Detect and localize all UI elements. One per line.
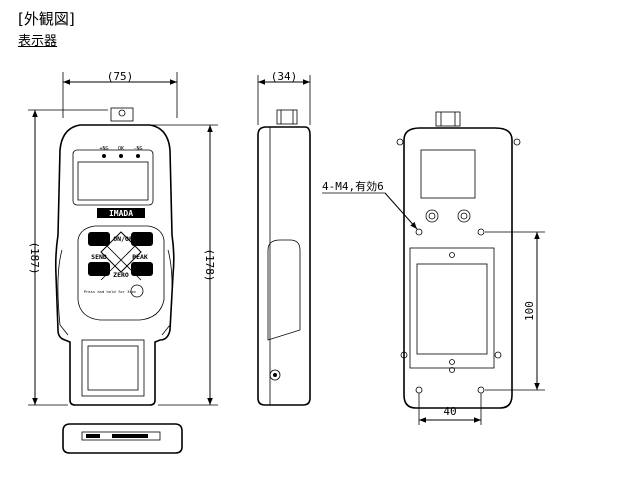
key-zero[interactable]: ZERO [113, 271, 129, 279]
key-peak[interactable]: PEAK [132, 253, 148, 261]
side-body-outline [257, 126, 311, 406]
rear-body-outline [403, 127, 513, 409]
indicator-plus-ng: +NG [99, 146, 108, 152]
dim-total-height: (187) [28, 241, 41, 274]
indicator-ok: OK [118, 146, 124, 152]
keypad-panel [77, 225, 165, 321]
rear-view: 4-M4,有効6 100 40 [322, 111, 545, 425]
page-title: [外観図] [18, 10, 75, 28]
dim-body-height: (178) [203, 248, 216, 281]
dim-front-width: (75) [107, 70, 134, 83]
dim-mount-horizontal: 40 [443, 405, 456, 418]
brand-logo: IMADA [109, 209, 133, 218]
mount-hole-bl [415, 386, 423, 394]
front-display-frame [72, 149, 154, 206]
front-lcd [77, 161, 149, 201]
side-view: (34) [257, 70, 311, 406]
bottom-view [62, 423, 183, 454]
key-on-off[interactable]: ON/OFF [113, 235, 137, 243]
top-connector [110, 107, 134, 122]
section-subtitle: 表示器 [18, 34, 58, 49]
battery-cover [409, 247, 495, 369]
indicator-minus-ng: -NG [133, 146, 142, 152]
front-view: +NG OK -NG IMADA ON/OFF SEND PEAK ZERO P… [28, 70, 218, 406]
key-cluster [88, 231, 153, 281]
front-body-outline [54, 124, 175, 406]
screw-callout: 4-M4,有効6 [322, 179, 384, 193]
memo-button[interactable] [130, 284, 144, 298]
dim-side-depth: (34) [271, 70, 298, 83]
mount-hole-tl [415, 228, 423, 236]
memo-note: Press and hold for 3sec [84, 289, 137, 294]
mount-hole-tr [477, 228, 485, 236]
key-send[interactable]: SEND [91, 253, 107, 261]
mount-hole-br [477, 386, 485, 394]
dim-mount-vertical: 100 [523, 301, 536, 321]
